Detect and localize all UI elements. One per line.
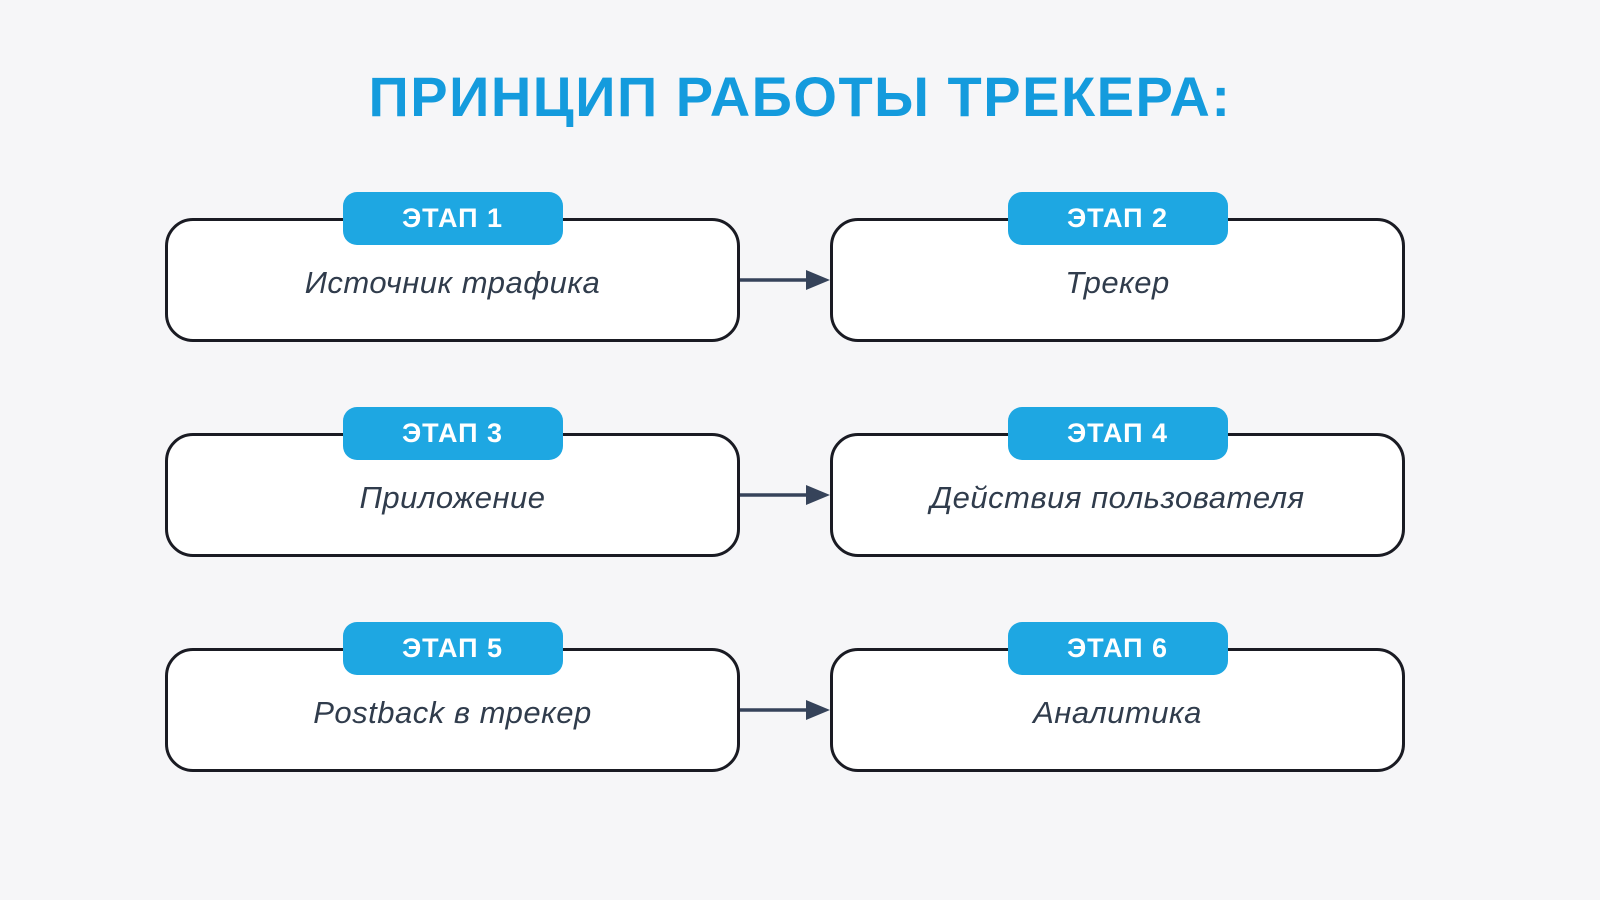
stage-box-1: ЭТАП 1 Источник трафика: [165, 192, 740, 342]
stage-badge-4: ЭТАП 4: [1007, 407, 1228, 460]
stage-badge-label: ЭТАП 6: [1066, 633, 1169, 663]
arrow-right-icon: [740, 700, 830, 720]
stage-badge-2: ЭТАП 2: [1007, 192, 1228, 245]
stage-badge-6: ЭТАП 6: [1007, 622, 1228, 675]
page-title: ПРИНЦИП РАБОТЫ ТРЕКЕРА:: [368, 65, 1232, 128]
diagram-row-3: ЭТАП 5 Postback в трекер ЭТАП 6 Аналитик…: [165, 622, 1405, 772]
stage-box-5: ЭТАП 5 Postback в трекер: [165, 622, 740, 772]
stage-badge-5: ЭТАП 5: [342, 622, 563, 675]
stage-badge-label: ЭТАП 4: [1066, 418, 1169, 448]
stage-badge-label: ЭТАП 2: [1066, 203, 1169, 233]
stage-box-6: ЭТАП 6 Аналитика: [830, 622, 1405, 772]
diagram-row-1: ЭТАП 1 Источник трафика ЭТАП 2 Трекер: [165, 192, 1405, 342]
stage-label: Postback в трекер: [313, 695, 592, 730]
diagram-row-2: ЭТАП 3 Приложение ЭТАП 4 Действия пользо…: [165, 407, 1405, 557]
stage-label: Источник трафика: [304, 265, 601, 300]
stage-badge-label: ЭТАП 5: [401, 633, 504, 663]
stage-box-3: ЭТАП 3 Приложение: [165, 407, 740, 557]
stage-label: Аналитика: [1033, 695, 1202, 730]
arrow-right-icon: [740, 270, 830, 290]
stage-box-2: ЭТАП 2 Трекер: [830, 192, 1405, 342]
stage-label: Трекер: [1065, 265, 1170, 300]
stage-badge-label: ЭТАП 3: [401, 418, 504, 448]
stage-badge-3: ЭТАП 3: [342, 407, 563, 460]
arrow-right-icon: [740, 485, 830, 505]
stage-label: Приложение: [359, 480, 546, 515]
stage-label: Действия пользователя: [930, 480, 1305, 515]
stage-box-4: ЭТАП 4 Действия пользователя: [830, 407, 1405, 557]
stage-badge-label: ЭТАП 1: [401, 203, 504, 233]
stage-badge-1: ЭТАП 1: [342, 192, 563, 245]
